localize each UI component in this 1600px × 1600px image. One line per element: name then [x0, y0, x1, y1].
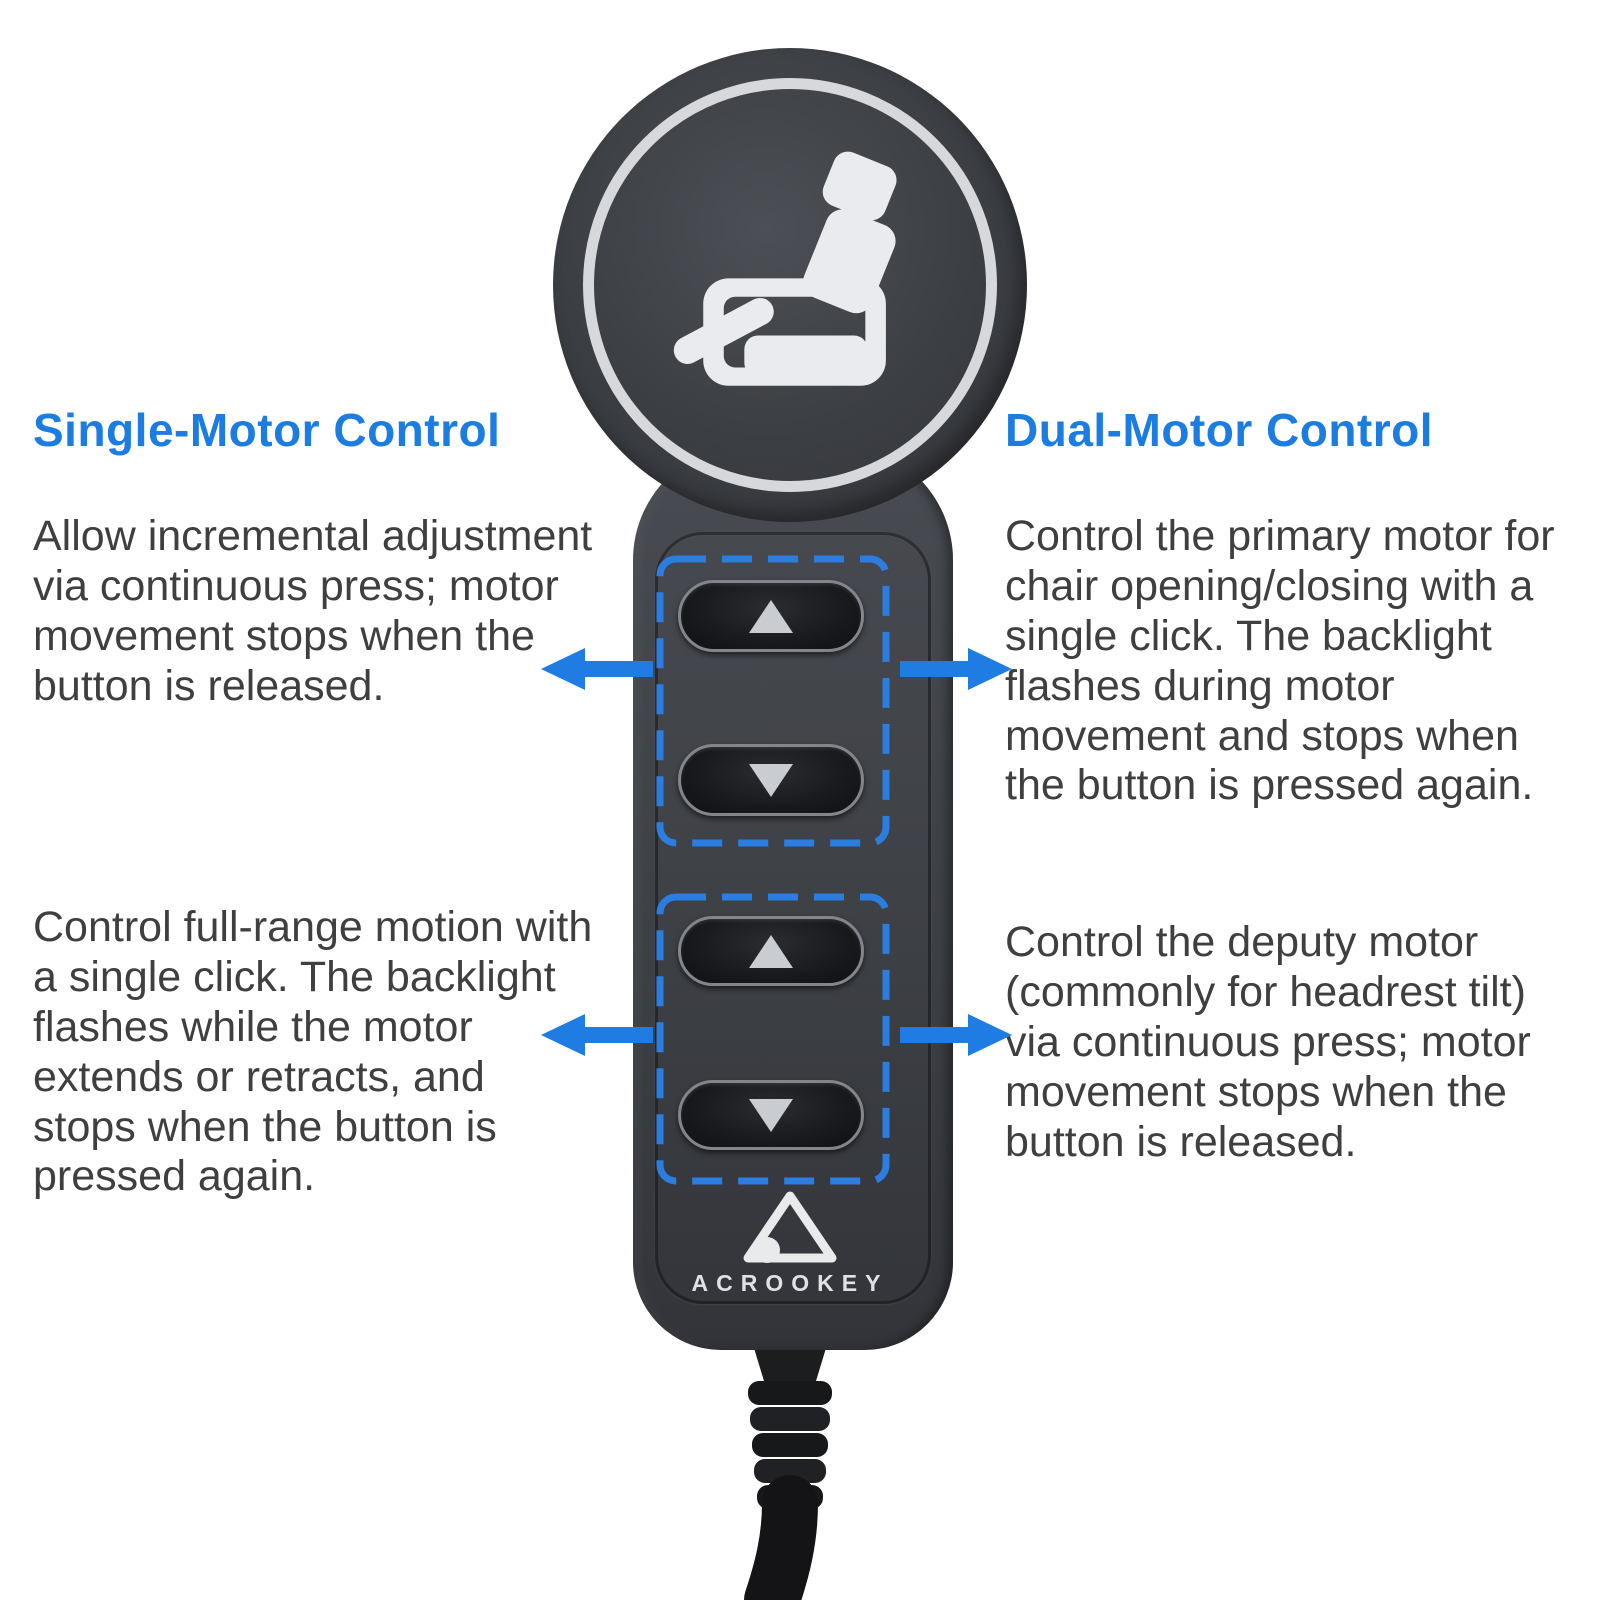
left-paragraph-1: Allow incremental adjustment via continu… [33, 512, 593, 710]
primary-down-button [678, 744, 864, 816]
up-arrow-icon [749, 599, 793, 633]
up-arrow-icon [749, 934, 793, 968]
left-column-heading: Single-Motor Control [33, 404, 501, 456]
right-column-heading: Dual-Motor Control [1005, 404, 1434, 456]
brand-name: ACROOKEY [691, 1270, 889, 1296]
brand-triangle-logo-icon [743, 1191, 837, 1263]
primary-group-dashed-outline [656, 555, 890, 847]
secondary-down-button [678, 1080, 864, 1150]
remote-control-head [553, 48, 1027, 522]
power-cable [744, 1335, 832, 1600]
primary-up-button [678, 580, 864, 652]
secondary-group-dashed-outline [656, 893, 890, 1185]
right-paragraph-2: Control the deputy motor (commonly for h… [1005, 918, 1531, 1166]
left-arrow-icon [541, 648, 653, 690]
recliner-chair-icon [673, 151, 897, 386]
down-arrow-icon [749, 1098, 793, 1132]
right-arrow-icon [900, 1014, 1012, 1056]
left-paragraph-2: Control full-range motion with a single … [33, 903, 593, 1201]
right-paragraph-1: Control the primary motor for chair open… [1005, 512, 1555, 810]
right-arrow-icon [900, 648, 1012, 690]
secondary-up-button [678, 916, 864, 986]
down-arrow-icon [749, 763, 793, 797]
head-ring [583, 78, 997, 492]
left-arrow-icon [541, 1014, 653, 1056]
